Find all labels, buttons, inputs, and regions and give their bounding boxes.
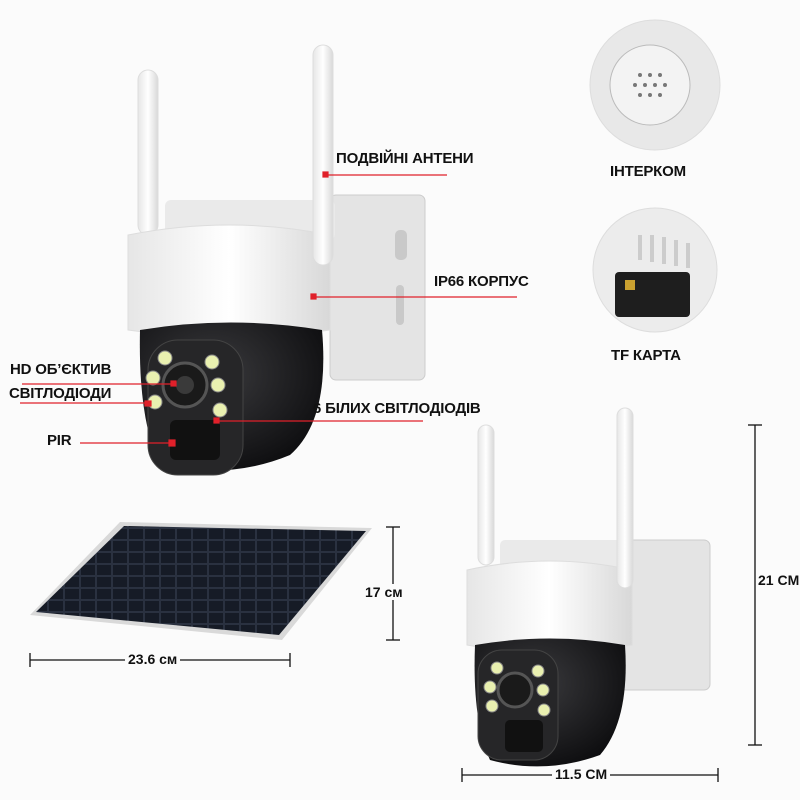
antenna-right (312, 44, 334, 266)
label-housing: IP66 КОРПУС (434, 273, 529, 290)
dimension-camera-width: 11.5 CM (552, 766, 611, 782)
intercom-detail (589, 19, 721, 151)
callout-lines (20, 171, 517, 447)
tf-card-detail (592, 207, 718, 333)
label-antennas: ПОДВІЙНІ АНТЕНИ (336, 150, 474, 167)
label-intercom: ІНТЕРКОМ (610, 163, 686, 180)
label-pir: PIR (47, 432, 72, 449)
antenna-left (137, 69, 159, 236)
label-leds: СВІТЛОДІОДИ (9, 385, 112, 402)
dimension-camera-height: 21 CM (758, 572, 800, 588)
label-lens: HD ОБ’ЄКТИВ (10, 361, 112, 378)
label-tf-card: TF КАРТА (611, 347, 681, 364)
solar-panel (30, 522, 372, 640)
label-white-leds: 6 БІЛИХ СВІТЛОДІОДІВ (313, 400, 481, 417)
dimension-panel-height: 17 см (362, 584, 406, 600)
dimension-panel-width: 23.6 см (125, 651, 181, 667)
camera-dimensions-view (466, 407, 711, 767)
